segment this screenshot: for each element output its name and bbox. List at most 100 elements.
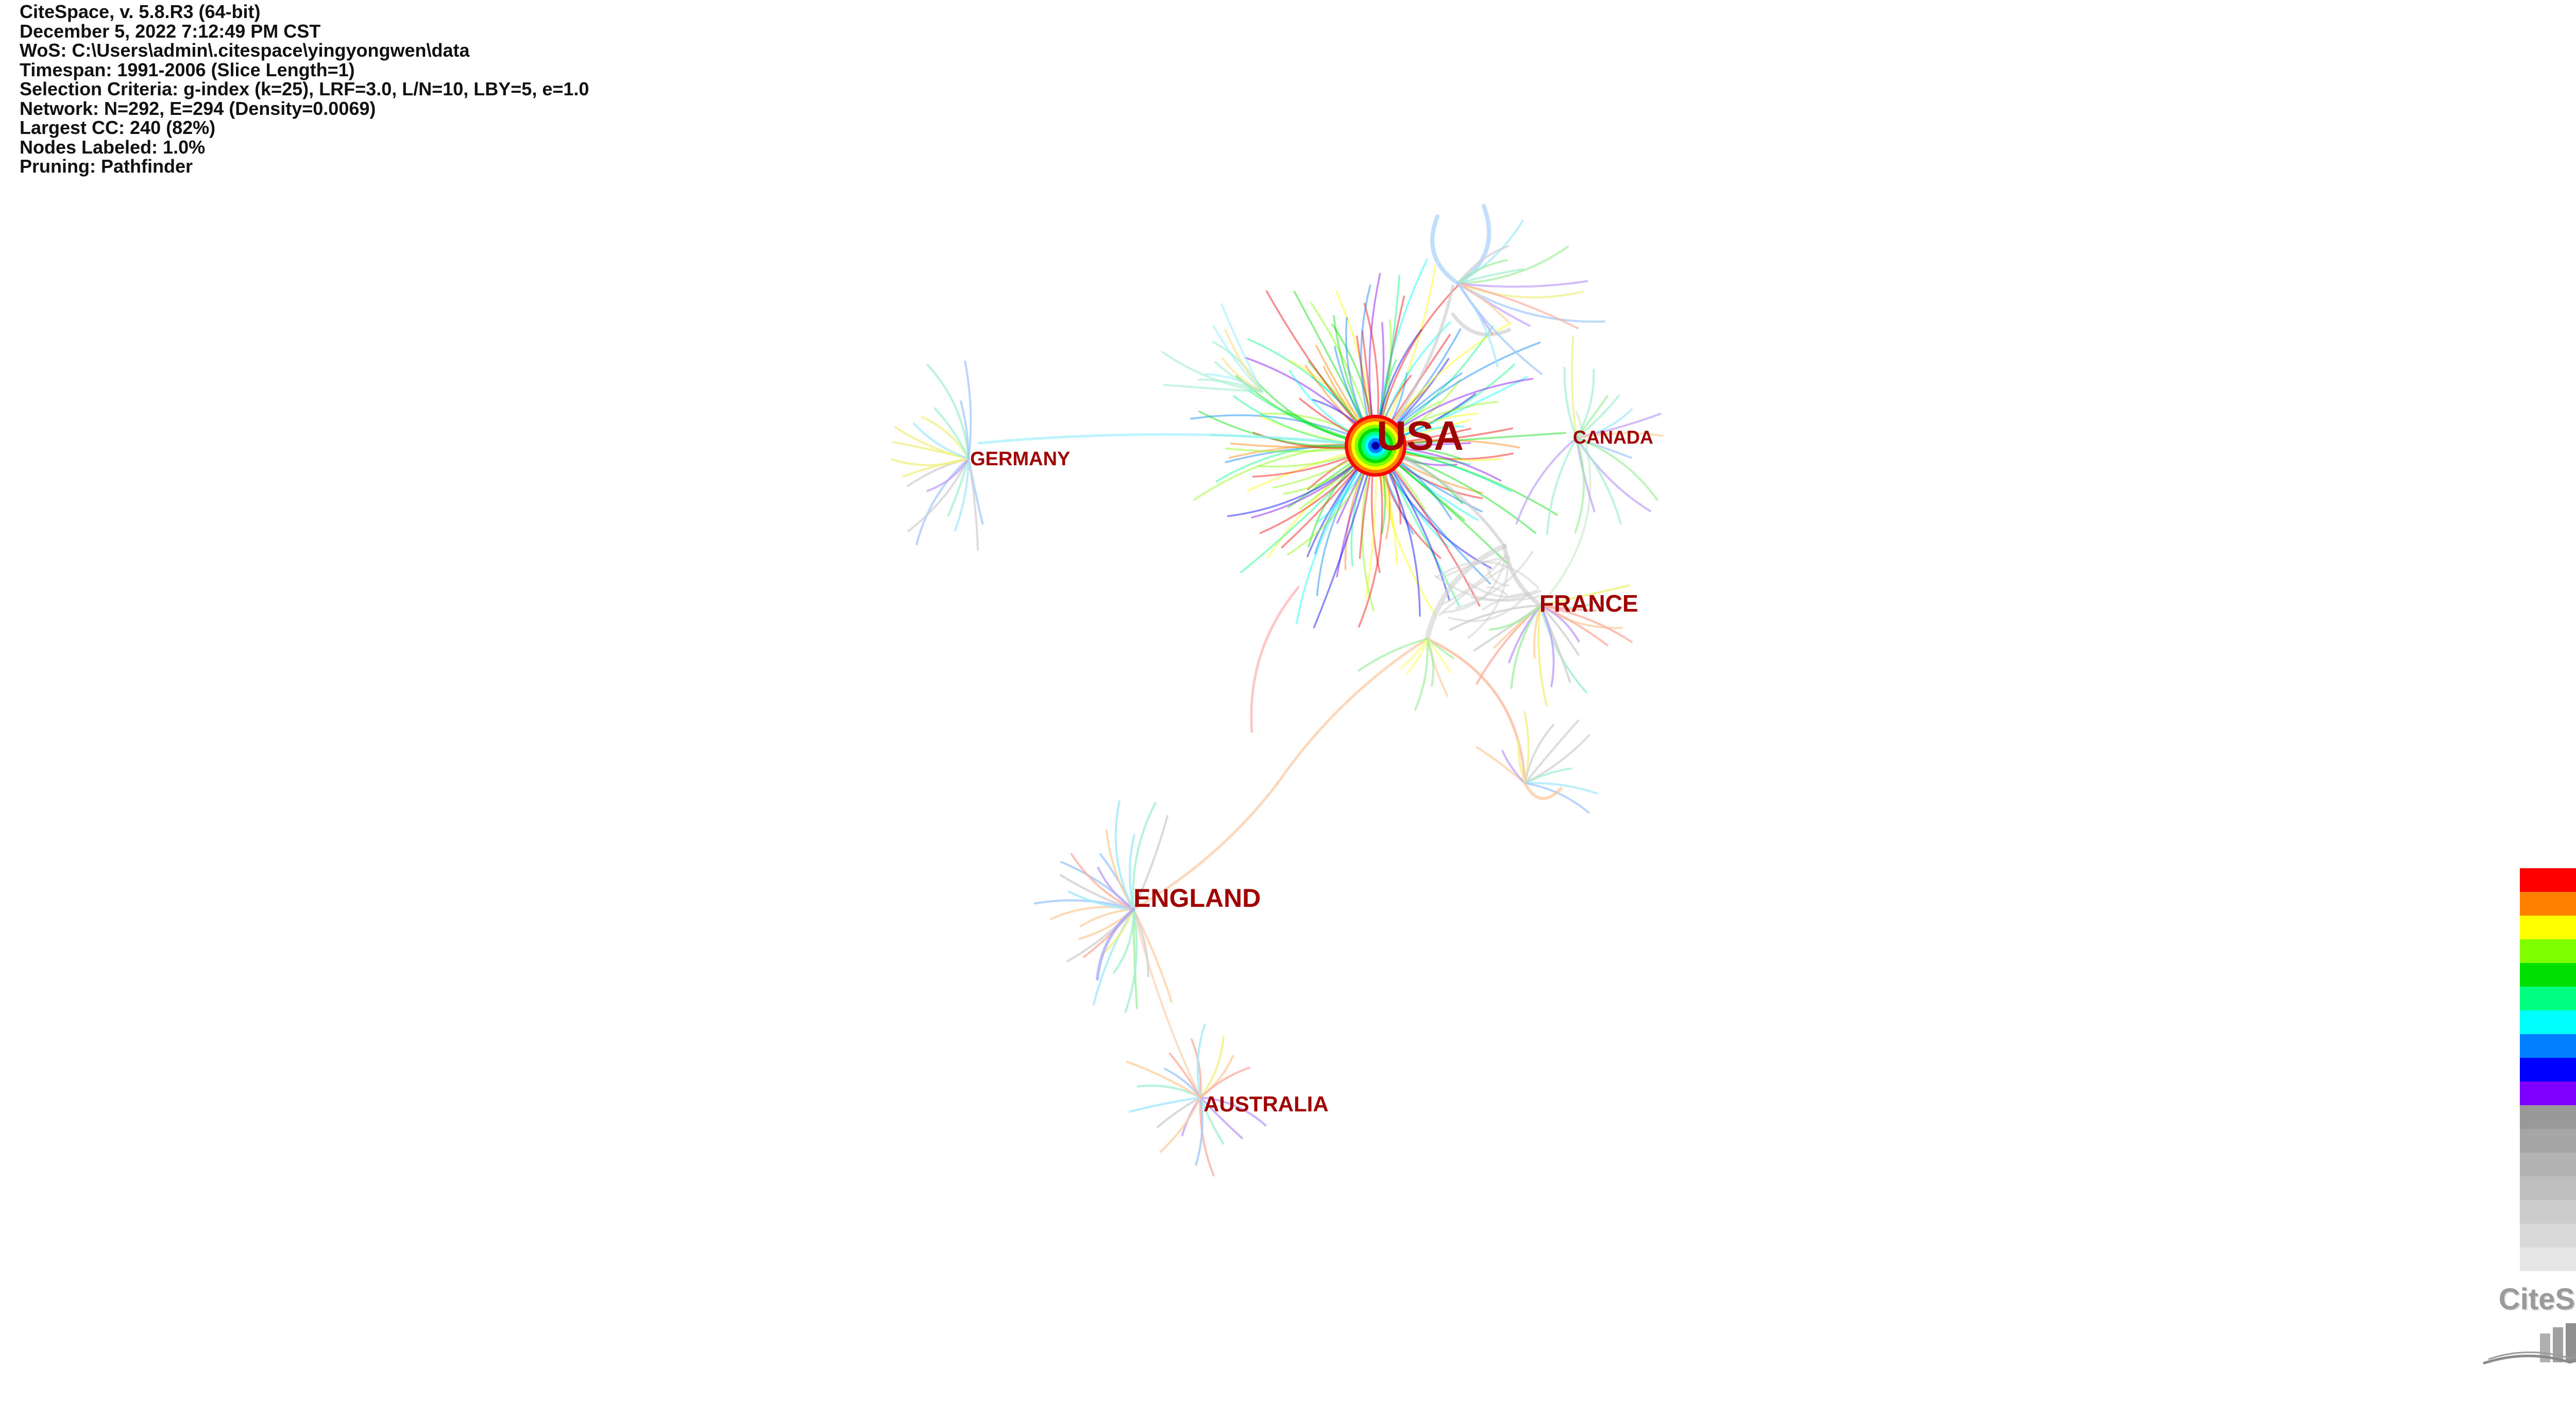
edge-arc xyxy=(1100,908,1134,956)
legend-swatch xyxy=(2520,1247,2576,1271)
info-line-timespan: Timespan: 1991-2006 (Slice Length=1) xyxy=(20,59,355,80)
edge-arc xyxy=(1539,584,1631,606)
edge-arc xyxy=(1191,1038,1202,1099)
node-label-england: ENGLAND xyxy=(1133,884,1261,913)
edge-arc xyxy=(1457,280,1588,288)
edge-hub-england-2 xyxy=(1132,782,1279,911)
edge-arc xyxy=(1574,437,1585,533)
edge-hub-england xyxy=(1276,637,1429,785)
edge-arc xyxy=(934,407,970,460)
legend-swatch xyxy=(2520,963,2576,987)
info-line-version: CiteSpace, v. 5.8.R3 (64-bit) xyxy=(20,1,261,22)
edge-arc xyxy=(1426,638,1434,687)
info-line-pruning: Pruning: Pathfinder xyxy=(20,156,193,177)
logo-text: CiteSpace xyxy=(2498,1282,2576,1316)
edge-arc xyxy=(1079,908,1134,927)
edge-arc xyxy=(1539,604,1555,687)
edge-arc xyxy=(1221,303,1263,393)
edge-grey-mesh xyxy=(1448,592,1530,622)
logo-book-icon xyxy=(2483,1323,2576,1365)
edge-arc xyxy=(1515,437,1578,525)
info-line-largest-cc: Largest CC: 240 (82%) xyxy=(20,117,216,138)
edge-arc xyxy=(1124,908,1138,1014)
edge-arc xyxy=(1575,395,1608,439)
edge-arc xyxy=(1546,437,1578,535)
node-label-usa: USA xyxy=(1377,413,1464,459)
legend-swatch xyxy=(2520,1058,2576,1082)
node-label-australia: AUSTRALIA xyxy=(1204,1092,1329,1116)
legend-swatch xyxy=(2520,939,2576,963)
edge-arc xyxy=(1161,351,1263,393)
edge-arc xyxy=(1114,800,1134,910)
legend-swatch xyxy=(2520,987,2576,1010)
legend-swatch xyxy=(2520,1153,2576,1176)
edge-arc xyxy=(1092,908,1134,1005)
edge-arc xyxy=(1524,767,1572,784)
edge-arc xyxy=(1508,604,1541,664)
edge-arc xyxy=(1199,1096,1215,1177)
edge-arc xyxy=(1533,604,1541,658)
edge-arc xyxy=(1501,750,1526,784)
edge-arc xyxy=(1195,1096,1204,1166)
edge-arc xyxy=(1196,1023,1206,1099)
edge-usa-south xyxy=(1250,586,1300,733)
edge-arc xyxy=(1112,908,1135,974)
edge-arc xyxy=(1199,1096,1243,1139)
edge-arc xyxy=(1575,432,1664,439)
edge-arc xyxy=(968,458,979,551)
edge-arc xyxy=(1457,282,1499,367)
edge-top-loop xyxy=(1430,214,1460,285)
edge-arc xyxy=(1059,874,1134,910)
edge-arc xyxy=(1067,890,1134,910)
edge-arc xyxy=(1132,908,1149,977)
legend-swatch xyxy=(2520,868,2576,892)
edge-arc xyxy=(907,458,970,532)
edge-hub-south xyxy=(1426,637,1527,785)
node-label-france: FRANCE xyxy=(1539,590,1638,617)
info-line-wos-path: WoS: C:\Users\admin\.citespace\yingyongw… xyxy=(20,40,470,61)
info-line-nodes-labeled: Nodes Labeled: 1.0% xyxy=(20,136,206,158)
edge-arc xyxy=(1537,604,1548,706)
color-legend xyxy=(2520,868,2576,1271)
edge-arc xyxy=(1563,366,1578,439)
legend-swatch xyxy=(2520,916,2576,939)
edge-arc xyxy=(1539,604,1633,643)
edge-england-violet xyxy=(1096,908,1135,981)
edge-grey-mesh xyxy=(1441,553,1509,605)
edge-arc xyxy=(1426,638,1451,673)
edge-arc xyxy=(1199,1067,1250,1099)
edge-arc xyxy=(1400,638,1428,669)
edge-arc xyxy=(1575,437,1658,501)
edge-arc xyxy=(1199,1096,1267,1127)
edge-grey-mesh xyxy=(1443,559,1506,614)
edge-grey-mesh xyxy=(1434,575,1540,602)
edge-arc xyxy=(1457,245,1569,284)
edge-arc xyxy=(891,458,970,466)
edge-arc xyxy=(1128,834,1136,910)
info-line-date: December 5, 2022 7:12:49 PM CST xyxy=(20,20,321,42)
legend-swatch xyxy=(2520,1082,2576,1105)
edge-arc xyxy=(964,360,972,460)
edge-arc xyxy=(1539,604,1580,643)
edge-arc xyxy=(1457,282,1579,330)
edge-arc xyxy=(1132,802,1157,910)
edge-grey-mesh xyxy=(1482,592,1527,611)
edge-arc xyxy=(1571,335,1578,439)
edge-top-grey xyxy=(1451,312,1512,337)
edge-arc xyxy=(947,458,970,517)
citespace-logo: CiteSpace xyxy=(2478,1282,2576,1370)
edge-arc xyxy=(1199,1036,1225,1099)
legend-swatch xyxy=(2520,1129,2576,1153)
edge-arc xyxy=(1199,1096,1225,1145)
edge-arc xyxy=(1132,815,1168,910)
usa-node-core xyxy=(1372,443,1379,449)
edge-grey-mesh xyxy=(1467,558,1510,639)
legend-swatch xyxy=(2520,1010,2576,1034)
edge-arc xyxy=(926,458,970,492)
edge-arc xyxy=(1524,782,1598,795)
edge-arc xyxy=(916,458,970,546)
edge-arc xyxy=(1097,866,1134,910)
legend-swatch xyxy=(2520,1200,2576,1224)
